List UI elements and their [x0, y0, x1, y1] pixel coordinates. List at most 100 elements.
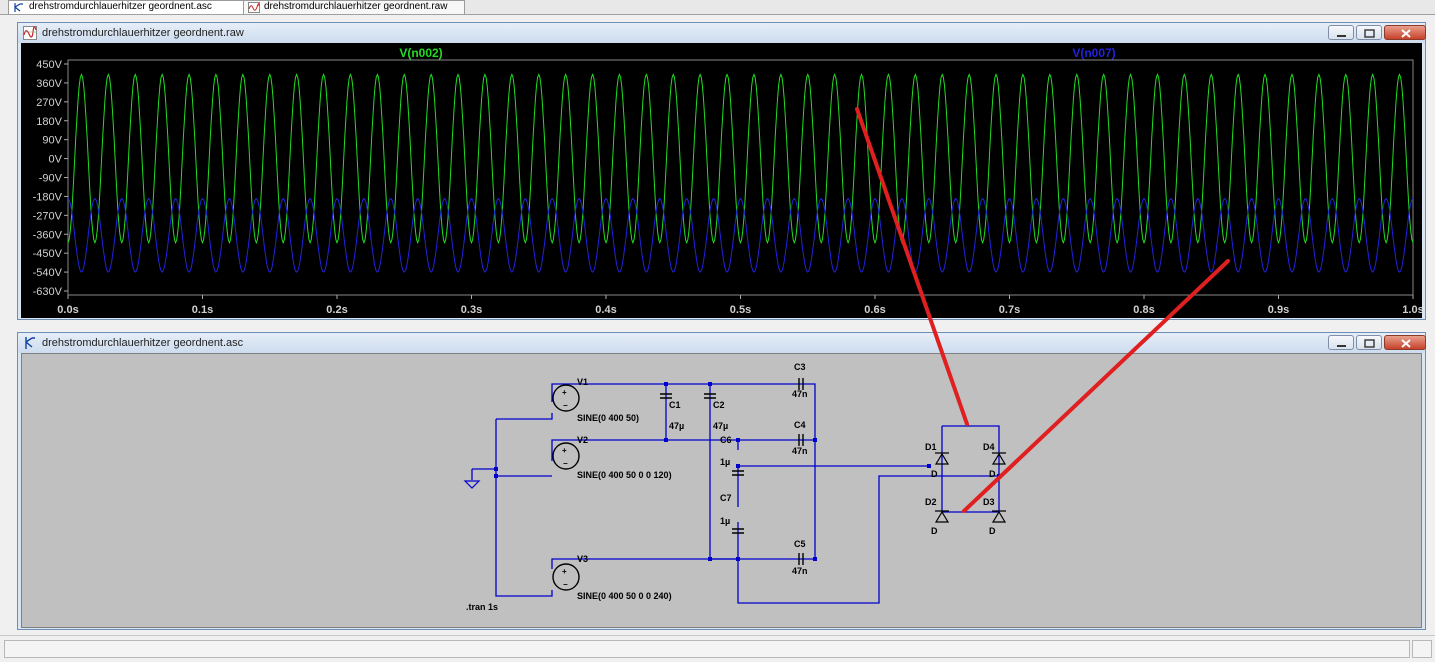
close-button[interactable] — [1384, 335, 1426, 350]
waveform-plot-area[interactable]: 450V 360V 270V 180V 90V 0V -90V -180V -270V -360V… — [21, 43, 1424, 318]
v1-value: SINE(0 400 50) — [577, 413, 639, 423]
v2-value: SINE(0 400 50 0 0 120) — [577, 470, 672, 480]
tab-waveform[interactable]: drehstromdurchlauerhitzer geordnent.raw — [243, 0, 465, 14]
minimize-button[interactable] — [1328, 335, 1354, 350]
spice-directive[interactable]: .tran 1s — [466, 602, 498, 612]
v2-name: V2 — [577, 435, 588, 445]
y-tick-label: -540V — [33, 267, 63, 279]
y-tick-label: -630V — [33, 286, 63, 298]
waveform-icon — [248, 2, 260, 13]
c7-value: 1µ — [720, 516, 730, 526]
tab-schematic[interactable]: drehstromdurchlauerhitzer geordnent.asc — [8, 0, 250, 14]
tab-schematic-label: drehstromdurchlauerhitzer geordnent.asc — [29, 1, 212, 12]
c1-name: C1 — [669, 400, 681, 410]
c7-name: C7 — [720, 493, 732, 503]
voltage-source-v2[interactable]: + − V2 SINE(0 400 50 0 0 120) — [552, 435, 672, 480]
status-bar-grip — [1412, 640, 1432, 658]
y-tick-label: -270V — [33, 210, 63, 222]
svg-text:−: − — [563, 401, 568, 410]
y-tick-label: 450V — [36, 59, 62, 71]
schematic-window-title: drehstromdurchlauerhitzer geordnent.asc — [42, 337, 244, 349]
d4-model: D — [989, 469, 996, 479]
voltage-source-v1[interactable]: +− V1 SINE(0 400 50) — [552, 377, 639, 423]
y-tick-label: 180V — [36, 116, 62, 128]
close-button[interactable] — [1384, 25, 1426, 40]
x-tick-label: 0.1s — [192, 304, 213, 316]
schematic-window: drehstromdurchlauerhitzer geordnent.asc — [17, 332, 1426, 630]
y-tick-label: 270V — [36, 97, 62, 109]
series-legend-label[interactable]: V(n007) — [1072, 46, 1115, 60]
status-bar-message — [4, 640, 1410, 658]
c5-name: C5 — [794, 539, 806, 549]
capacitor-symbols — [660, 378, 804, 565]
minimize-icon — [1337, 35, 1346, 37]
waveform-icon — [23, 26, 37, 40]
c6-value: 1µ — [720, 457, 730, 467]
ground-icon — [463, 480, 481, 489]
document-tab-bar: drehstromdurchlauerhitzer geordnent.asc … — [0, 0, 1435, 15]
d3-model: D — [989, 526, 996, 536]
series-legend-label[interactable]: V(n002) — [399, 46, 442, 60]
y-tick-label: -180V — [33, 191, 63, 203]
c1-value: 47µ — [669, 421, 684, 431]
restore-icon — [1364, 339, 1375, 348]
svg-text:−: − — [563, 459, 568, 468]
x-tick-label: 0.3s — [461, 304, 482, 316]
v3-name: V3 — [577, 554, 588, 564]
c3-value: 47n — [792, 389, 808, 399]
circuit-wires — [471, 383, 1000, 604]
x-tick-label: 0.4s — [595, 304, 616, 316]
c4-value: 47n — [792, 446, 808, 456]
waveform-chart[interactable]: 450V 360V 270V 180V 90V 0V -90V -180V -270V -360V… — [21, 43, 1424, 318]
c2-value: 47µ — [713, 421, 728, 431]
x-tick-label: 0.8s — [1133, 304, 1154, 316]
d2-model: D — [931, 526, 938, 536]
y-tick-label: 90V — [42, 135, 62, 147]
close-icon — [1401, 29, 1411, 38]
d2-name: D2 — [925, 497, 937, 507]
restore-button[interactable] — [1356, 335, 1382, 350]
v1-name: V1 — [577, 377, 588, 387]
status-bar — [0, 635, 1435, 662]
schematic-canvas[interactable]: +− V1 SINE(0 400 50) +− V2 SINE(0 400 50… — [21, 353, 1422, 628]
d4-name: D4 — [983, 442, 995, 452]
x-tick-label: 0.6s — [864, 304, 885, 316]
wire-junctions — [494, 382, 1001, 561]
waveform-window: drehstromdurchlauerhitzer geordnent.raw … — [17, 22, 1426, 320]
d1-model: D — [931, 469, 938, 479]
waveform-window-title: drehstromdurchlauerhitzer geordnent.raw — [42, 27, 244, 39]
c2-name: C2 — [713, 400, 725, 410]
voltage-source-v3[interactable]: +− V3 SINE(0 400 50 0 0 240) — [552, 554, 672, 601]
series-line-vn007[interactable] — [67, 197, 1414, 273]
x-tick-label: 0.2s — [326, 304, 347, 316]
c6-name: C6 — [720, 435, 732, 445]
schematic-drawing[interactable]: +− V1 SINE(0 400 50) +− V2 SINE(0 400 50… — [22, 354, 1423, 629]
c3-name: C3 — [794, 362, 806, 372]
y-tick-label: 0V — [49, 154, 63, 166]
series-line-vn002[interactable] — [67, 73, 1414, 245]
schematic-icon — [14, 3, 23, 12]
x-tick-label: 0.9s — [1268, 304, 1289, 316]
svg-text:+: + — [562, 446, 567, 455]
d3-name: D3 — [983, 497, 995, 507]
x-tick-label: 0.7s — [999, 304, 1020, 316]
y-tick-label: -90V — [39, 173, 63, 185]
x-tick-label: 1.0s — [1402, 304, 1422, 316]
c5-value: 47n — [792, 566, 808, 576]
tab-waveform-label: drehstromdurchlauerhitzer geordnent.raw — [264, 1, 448, 12]
schematic-window-titlebar[interactable]: drehstromdurchlauerhitzer geordnent.asc — [18, 333, 1426, 353]
restore-icon — [1364, 29, 1375, 38]
d1-name: D1 — [925, 442, 937, 452]
y-tick-label: -450V — [33, 248, 63, 260]
schematic-icon — [25, 337, 35, 349]
y-tick-label: 360V — [36, 78, 62, 90]
close-icon — [1401, 339, 1411, 348]
minimize-button[interactable] — [1328, 25, 1354, 40]
y-tick-label: -360V — [33, 229, 63, 241]
minimize-icon — [1337, 345, 1346, 347]
x-tick-label: 0.0s — [57, 304, 78, 316]
plot-frame — [67, 59, 1414, 296]
restore-button[interactable] — [1356, 25, 1382, 40]
svg-text:+: + — [562, 567, 567, 576]
waveform-window-titlebar[interactable]: drehstromdurchlauerhitzer geordnent.raw — [18, 23, 1426, 43]
